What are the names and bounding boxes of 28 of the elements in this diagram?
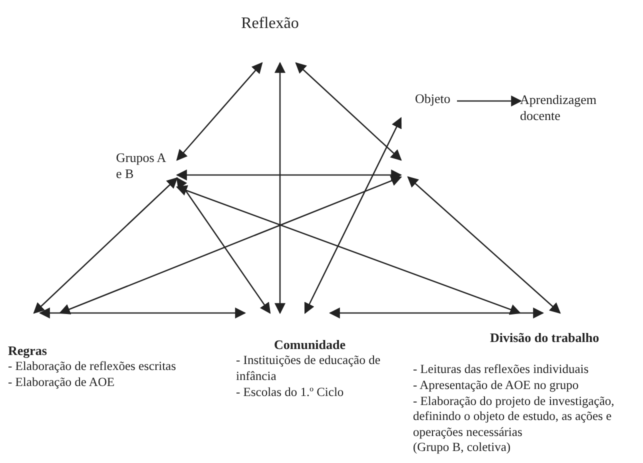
node-item: (Grupo B, coletiva) <box>413 440 512 456</box>
node-item: - Leituras das reflexões individuais <box>413 362 590 378</box>
arrow <box>407 176 561 314</box>
node-label: Aprendizagem docente <box>520 92 598 124</box>
arrow <box>176 62 263 161</box>
node-heading: Regras <box>8 343 48 360</box>
arrow <box>457 96 522 106</box>
arrow <box>176 177 271 314</box>
node-item: - Instituições de educação de infância <box>236 353 382 384</box>
arrow <box>295 62 402 161</box>
node-label: Grupos A e B <box>116 150 167 182</box>
arrow <box>274 62 286 314</box>
arrow <box>33 177 178 314</box>
arrow <box>328 308 544 318</box>
node-heading: Comunidade <box>274 337 347 354</box>
arrow <box>304 117 402 314</box>
node-item: - Escolas do 1.º Ciclo <box>236 384 345 400</box>
node-item: - Apresentação de AOE no grupo <box>413 378 580 394</box>
arrow <box>38 308 246 318</box>
node-heading: Divisão do trabalho <box>490 330 600 346</box>
node-title: Reflexão <box>240 14 300 34</box>
arrow <box>176 185 522 315</box>
arrow <box>58 176 402 314</box>
node-item: - Elaboração do projeto de investigação, definindo o objeto de estudo, as ações e operações necessárias <box>413 394 616 440</box>
node-label: Objeto <box>415 91 452 108</box>
node-item: - Elaboração de reflexões escritas <box>8 359 177 375</box>
node-item: - Elaboração de AOE <box>8 374 116 390</box>
arrow <box>176 170 402 180</box>
